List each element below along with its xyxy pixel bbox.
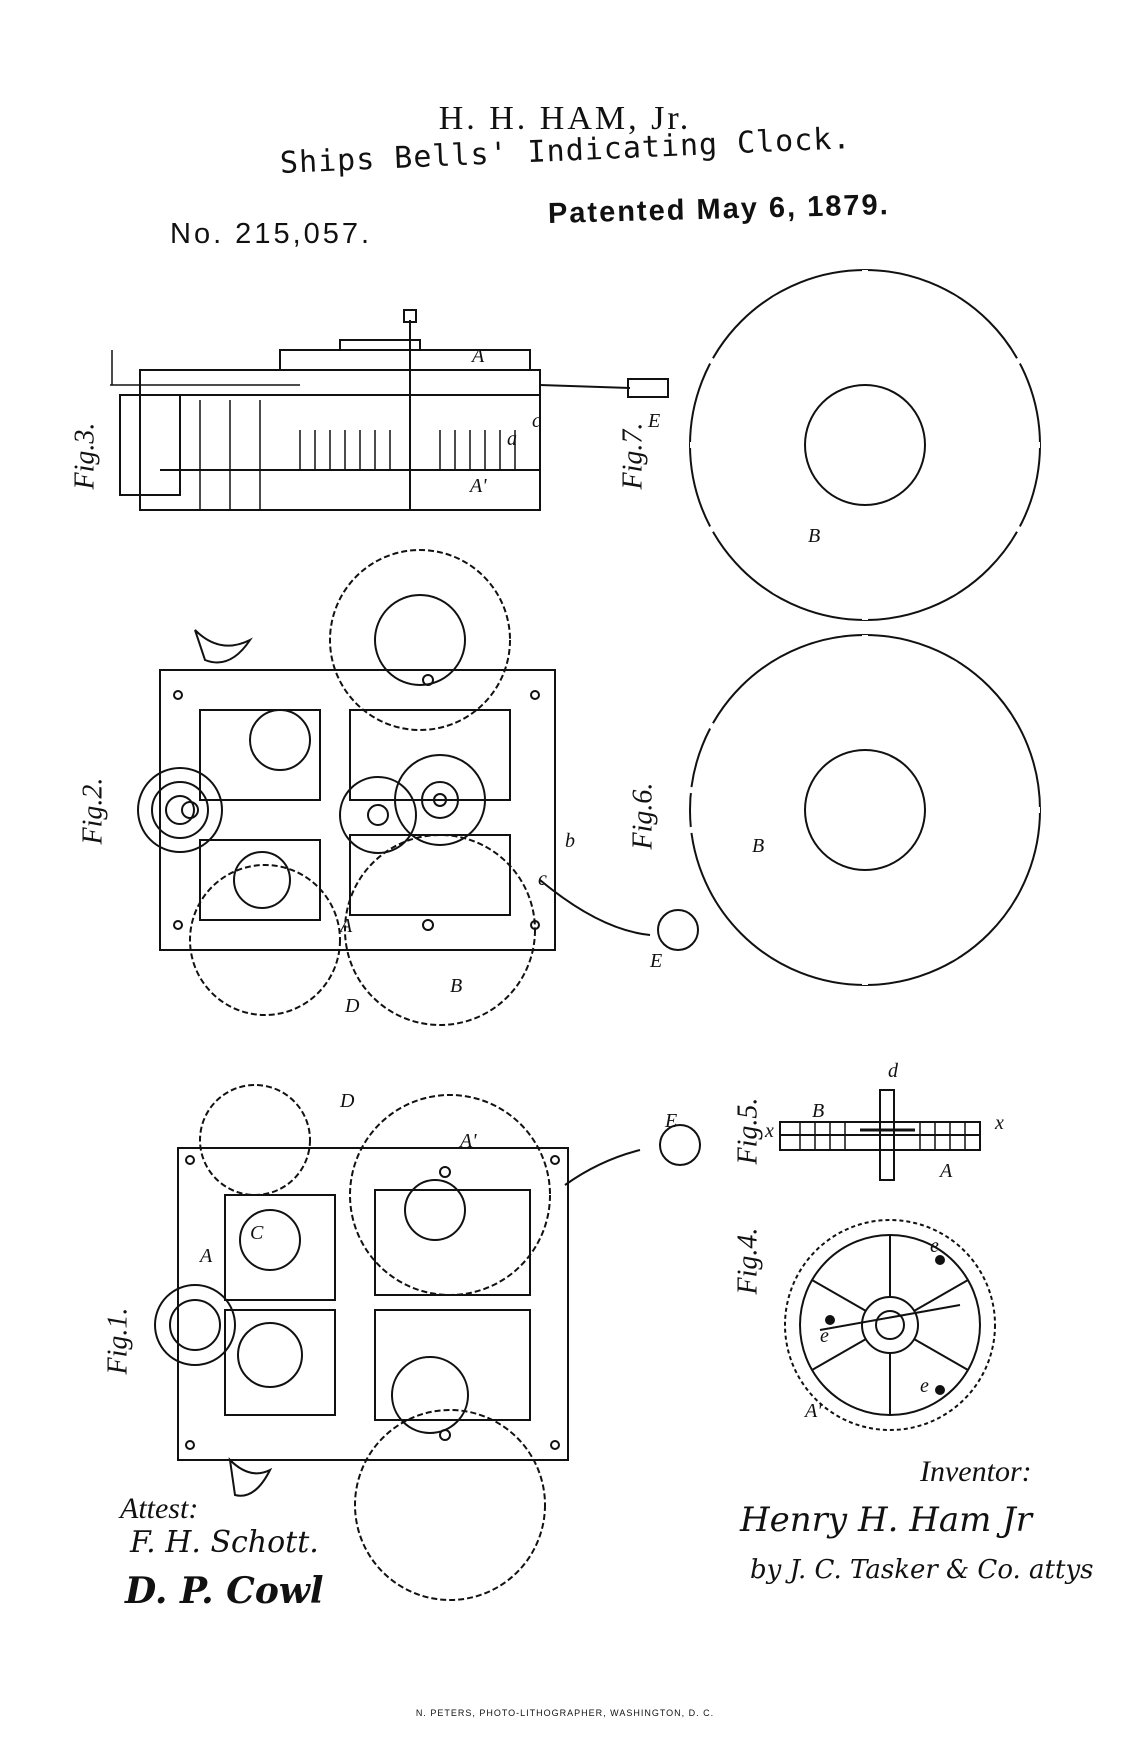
witness-signature-2: D. P. Cowl	[125, 1570, 324, 1612]
inventor-name: H. H. HAM, Jr.	[438, 100, 692, 137]
ref-letter-B-fig6: B	[752, 835, 765, 857]
ref-letter-c-fig2: c	[538, 868, 547, 890]
ref-letter-x-left: x	[765, 1120, 774, 1142]
fig6-slotted-disc	[689, 634, 1041, 986]
ref-letter-A-prime-fig4: A'	[805, 1400, 822, 1422]
ref-letter-e-fig4-left: e	[820, 1325, 829, 1347]
ref-letter-a: a	[507, 428, 517, 450]
ref-letter-x-right: x	[995, 1112, 1004, 1134]
attest-label: Attest:	[120, 1492, 199, 1525]
fig5-edge-view	[779, 1089, 981, 1181]
ref-letter-E-fig1: E	[665, 1110, 678, 1132]
ref-letter-e-fig4-top: e	[930, 1235, 939, 1257]
ref-letter-A-prime-fig1: A'	[460, 1130, 477, 1152]
fig4-spoked-wheel	[784, 1219, 996, 1431]
inventor-signature: Henry H. Ham Jr	[740, 1500, 1033, 1540]
ref-letter-A-fig1: A	[200, 1245, 213, 1267]
ref-letter-E-fig2: E	[650, 950, 663, 972]
ref-letter-A-prime: A'	[470, 475, 487, 497]
ref-letter-A: A	[472, 345, 485, 367]
ref-letter-B-fig5: B	[812, 1100, 825, 1122]
lithographer-credit: N. PETERS, PHOTO-LITHOGRAPHER, WASHINGTO…	[415, 1708, 715, 1718]
fig2-front-view	[137, 549, 699, 1026]
fig7-label: Fig.7.	[617, 422, 649, 490]
ref-letter-b-fig2: b	[565, 830, 575, 852]
ref-letter-D-fig1: D	[340, 1090, 355, 1112]
fig6-label: Fig.6.	[627, 782, 659, 850]
patent-number: No. 215,057.	[170, 218, 373, 250]
ref-letter-B-fig7: B	[808, 525, 821, 547]
fig2-label: Fig.2.	[77, 777, 109, 845]
fig3-side-view	[110, 309, 669, 511]
fig1-label: Fig.1.	[102, 1307, 134, 1375]
ref-letter-D-fig2: D	[345, 995, 360, 1017]
ref-letter-E-fig7: E	[648, 410, 661, 432]
ref-letter-C-fig1: C	[250, 1222, 264, 1244]
fig4-label: Fig.4.	[732, 1227, 764, 1295]
ref-letter-c: c	[532, 410, 541, 432]
ref-letter-A-fig5: A	[940, 1160, 953, 1182]
ref-letter-A-fig2: A	[340, 915, 353, 937]
fig7-slotted-disc	[689, 269, 1041, 621]
attorney-signature: by J. C. Tasker & Co. attys	[750, 1555, 1094, 1585]
ref-letter-e-fig4-bottom: e	[920, 1375, 929, 1397]
fig1-rear-view	[154, 1084, 701, 1601]
inventor-label: Inventor:	[920, 1455, 1032, 1488]
ref-letter-d-fig5: d	[888, 1060, 898, 1082]
fig5-label: Fig.5.	[732, 1097, 764, 1165]
ref-letter-B-fig2: B	[450, 975, 463, 997]
witness-signature-1: F. H. Schott.	[130, 1525, 319, 1560]
fig3-label: Fig.3.	[69, 422, 101, 490]
